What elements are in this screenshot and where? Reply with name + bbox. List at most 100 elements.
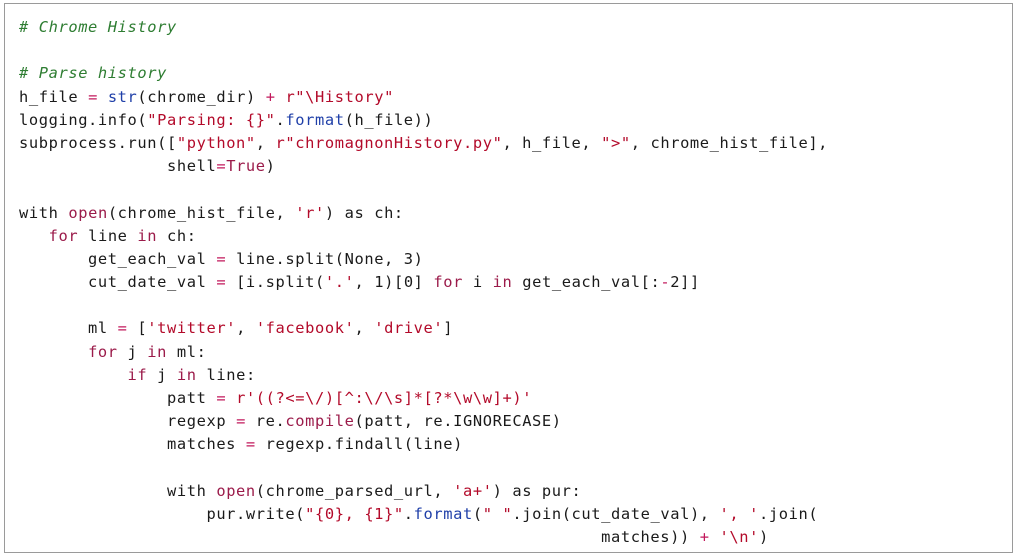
code-token-string: ', ' [719, 504, 760, 523]
code-token-plain: , [255, 133, 276, 152]
code-token-string: ">" [601, 133, 631, 152]
code-token-comment: # Parse history [19, 64, 167, 83]
code-token-plain: ml: [167, 342, 207, 361]
code-token-plain: get_each_val [19, 249, 217, 268]
code-token-plain: (chrome_hist_file, [107, 203, 296, 222]
code-token-op: = [216, 389, 227, 407]
code-line [19, 39, 828, 62]
code-token-plain: , [236, 319, 256, 338]
code-line [19, 178, 828, 201]
code-token-plain: with [19, 481, 217, 500]
code-token-op: = [216, 157, 227, 176]
code-token-plain: , chrome_hist_file], [630, 133, 829, 152]
code-token-plain: , h_file, [502, 133, 602, 152]
code-token-keyword: for [433, 273, 464, 292]
code-token-plain: (h_file)) [344, 110, 434, 129]
code-token-string: 'a+' [453, 481, 493, 500]
code-token-plain: regexp.findall(line) [255, 435, 463, 454]
code-token-plain: line.split(None, 3) [226, 249, 424, 268]
code-token-keyword: in [137, 226, 158, 245]
code-token-string: "{0}, {1}" [305, 504, 404, 523]
code-token-op: = [88, 87, 98, 106]
code-token-string: 'r' [295, 203, 325, 222]
code-listing-frame: # Chrome History # Parse history h_file =… [4, 3, 1013, 553]
code-token-plain: ch: [157, 226, 197, 245]
code-token-keyword: if [127, 365, 148, 384]
code-token-plain: [i.split( [226, 273, 325, 292]
code-line: h_file = str(chrome_dir) + r"\History" [19, 86, 828, 109]
code-line: with open(chrome_parsed_url, 'a+') as pu… [19, 480, 828, 503]
code-token-plain: .join(cut_date_val), [512, 504, 720, 523]
code-token-keyword: True [226, 157, 266, 176]
code-token-plain: .join( [759, 504, 819, 523]
code-token-op: - [660, 273, 671, 292]
code-token-plain: re. [245, 412, 286, 431]
code-token-string: "Parsing: {}" [147, 110, 276, 129]
code-token-plain: ) as pur: [492, 481, 582, 500]
code-token-keyword: in [147, 342, 168, 361]
code-token-keyword: open [216, 481, 256, 500]
code-token-plain: shell [19, 157, 217, 176]
code-token-plain: , 1)[0] [354, 273, 434, 292]
code-line: for j in ml: [19, 341, 828, 364]
code-token-string: 'drive' [374, 319, 444, 338]
code-line: with open(chrome_hist_file, 'r') as ch: [19, 202, 828, 225]
code-token-op: = [216, 249, 227, 268]
code-token-plain [19, 343, 88, 361]
code-token-string: 'facebook' [255, 319, 355, 338]
code-line: shell=True) [19, 155, 828, 178]
code-line: subprocess.run(["python", r"chromagnonHi… [19, 132, 828, 155]
code-token-keyword: compile [285, 412, 355, 431]
code-token-plain: cut_date_val [19, 273, 217, 292]
code-token-op: = [236, 412, 246, 431]
code-token-keyword: open [68, 203, 108, 222]
code-token-plain: pur.write( [19, 504, 306, 523]
code-token-plain: line: [196, 365, 256, 384]
code-token-plain: regexp [19, 412, 237, 431]
code-line: regexp = re.compile(patt, re.IGNORECASE) [19, 410, 828, 433]
code-block: # Chrome History # Parse history h_file =… [19, 16, 828, 549]
code-line: cut_date_val = [i.split('.', 1)[0] for i… [19, 271, 828, 294]
code-token-string: " " [482, 504, 513, 523]
code-token-op: = [216, 273, 227, 292]
code-token-op: = [117, 319, 128, 338]
code-token-plain: ) [265, 157, 276, 176]
code-token-keyword: in [492, 273, 513, 292]
code-line: for line in ch: [19, 225, 828, 248]
code-token-plain [19, 227, 49, 245]
code-token-plain: ) [758, 528, 769, 547]
code-line [19, 294, 828, 317]
code-token-string: '.' [324, 273, 355, 292]
code-token-op: = [245, 435, 256, 454]
code-token-op: + [265, 87, 276, 106]
code-token-plain: i [463, 273, 493, 292]
code-token-builtin: format [285, 110, 345, 129]
code-token-builtin: format [413, 504, 473, 523]
code-token-plain: (chrome_dir) [137, 87, 266, 106]
code-token-plain [710, 528, 720, 546]
code-token-keyword: in [176, 365, 197, 384]
code-token-plain [19, 366, 128, 384]
code-token-string: r"chromagnonHistory.py" [275, 133, 503, 152]
code-token-plain: , [354, 319, 375, 338]
code-token-plain [226, 389, 236, 407]
code-token-plain: j [117, 342, 148, 361]
code-token-plain: get_each_val[: [512, 273, 661, 292]
code-token-plain: [ [127, 319, 148, 338]
code-token-string: r"\History" [285, 87, 394, 106]
code-token-plain: (patt, re.IGNORECASE) [354, 412, 562, 431]
code-token-plain: 2]] [670, 273, 700, 292]
code-token-plain: h_file [19, 87, 89, 106]
code-line: matches)) + '\n') [19, 526, 828, 549]
code-token-plain: line [78, 226, 138, 245]
code-line: get_each_val = line.split(None, 3) [19, 248, 828, 271]
code-line [19, 457, 828, 480]
code-token-plain: (chrome_parsed_url, [255, 481, 454, 500]
code-token-comment: # Chrome History [19, 18, 177, 36]
code-token-keyword: for [48, 226, 79, 245]
code-token-op: + [699, 528, 710, 547]
code-token-plain: logging.info( [19, 110, 148, 129]
code-token-string: 'twitter' [147, 319, 237, 338]
code-token-plain: with [19, 203, 69, 222]
code-token-plain: subprocess.run([ [19, 133, 177, 152]
